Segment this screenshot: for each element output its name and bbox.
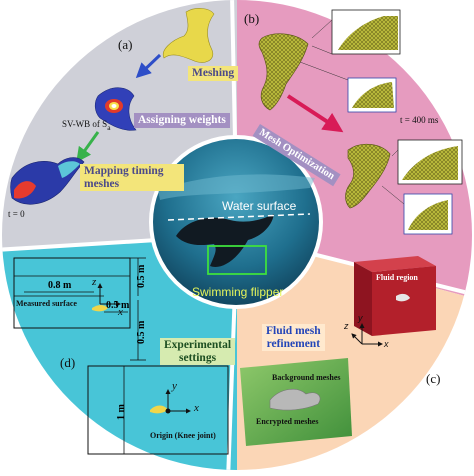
panel-a-graphics bbox=[10, 8, 215, 205]
fluid-box-front bbox=[354, 262, 372, 336]
d-y-label: y bbox=[172, 380, 177, 392]
step-fluid-mesh-line2: refinement bbox=[266, 337, 321, 350]
fluid-region-label: Fluid region bbox=[376, 273, 418, 282]
c-y-label: y bbox=[358, 313, 363, 323]
flipper-mesh-yellow bbox=[162, 8, 215, 63]
swimming-flipper-label: Swimming flipper bbox=[192, 285, 284, 299]
measured-surface-label: Measured surface bbox=[16, 299, 77, 308]
arrow-optimization bbox=[286, 94, 344, 133]
sv-wb-label: SV-WB of Sa bbox=[62, 119, 111, 132]
dim-08-label: 0.8 m bbox=[48, 280, 72, 291]
fluid-box-top bbox=[354, 256, 436, 272]
arrow-mapping bbox=[76, 131, 100, 163]
water-surface-label: Water surface bbox=[222, 199, 297, 213]
mesh-flipper-top bbox=[258, 33, 309, 111]
arrow-meshing bbox=[135, 53, 162, 79]
panel-c-letter: (c) bbox=[426, 371, 441, 386]
step-meshing: Meshing bbox=[188, 66, 239, 81]
dim-1m-label: 1 m bbox=[116, 404, 127, 420]
d-x-top-label: x bbox=[118, 306, 123, 318]
encrypted-meshes-label: Encrypted meshes bbox=[256, 417, 319, 426]
t0-label: t = 0 bbox=[8, 209, 25, 219]
c-z-label: z bbox=[344, 321, 349, 331]
step-fluid-mesh-line1: Fluid mesh bbox=[266, 325, 321, 337]
panel-b-graphics bbox=[258, 9, 463, 235]
background-meshes-label: Background meshes bbox=[272, 373, 341, 382]
step-assigning-weights: Assigning weights bbox=[134, 113, 230, 128]
c-x-label: x bbox=[384, 339, 389, 349]
d-z-label: z bbox=[92, 276, 97, 288]
sv-wb-subscript: a bbox=[107, 122, 111, 132]
dim-05-h-label: 0.5 m bbox=[106, 300, 130, 311]
t400-label: t = 400 ms bbox=[400, 115, 439, 125]
origin-label: Origin (Knee joint) bbox=[150, 431, 216, 440]
c-axis-y bbox=[351, 333, 363, 345]
mesh-flipper-bottom bbox=[345, 143, 391, 209]
d-x-bottom-label: x bbox=[194, 402, 199, 414]
panel-d-letter: (d) bbox=[60, 355, 76, 370]
panel-d-graphics bbox=[13, 257, 229, 455]
panel-b-letter: (b) bbox=[244, 11, 260, 26]
step-mapping-timing: Mapping timing meshes bbox=[80, 164, 184, 192]
bird-silhouette bbox=[176, 214, 274, 267]
measure-box-bottom bbox=[87, 365, 229, 455]
step-experimental-line2: settings bbox=[179, 351, 217, 364]
panel-c-graphics bbox=[240, 256, 436, 446]
water-surface-line bbox=[167, 213, 311, 221]
flipper-highlight-box bbox=[207, 245, 267, 275]
center-photo bbox=[149, 135, 323, 309]
sv-wb-text: SV-WB of S bbox=[62, 119, 108, 129]
panel-a-letter: (a) bbox=[118, 37, 133, 52]
measure-box-top bbox=[13, 257, 131, 329]
dim-05-v-top-label: 0.5 m bbox=[136, 264, 147, 288]
step-experimental-line1: Experimental bbox=[164, 339, 232, 351]
dim-05-v-bot-label: 0.5 m bbox=[136, 320, 147, 344]
